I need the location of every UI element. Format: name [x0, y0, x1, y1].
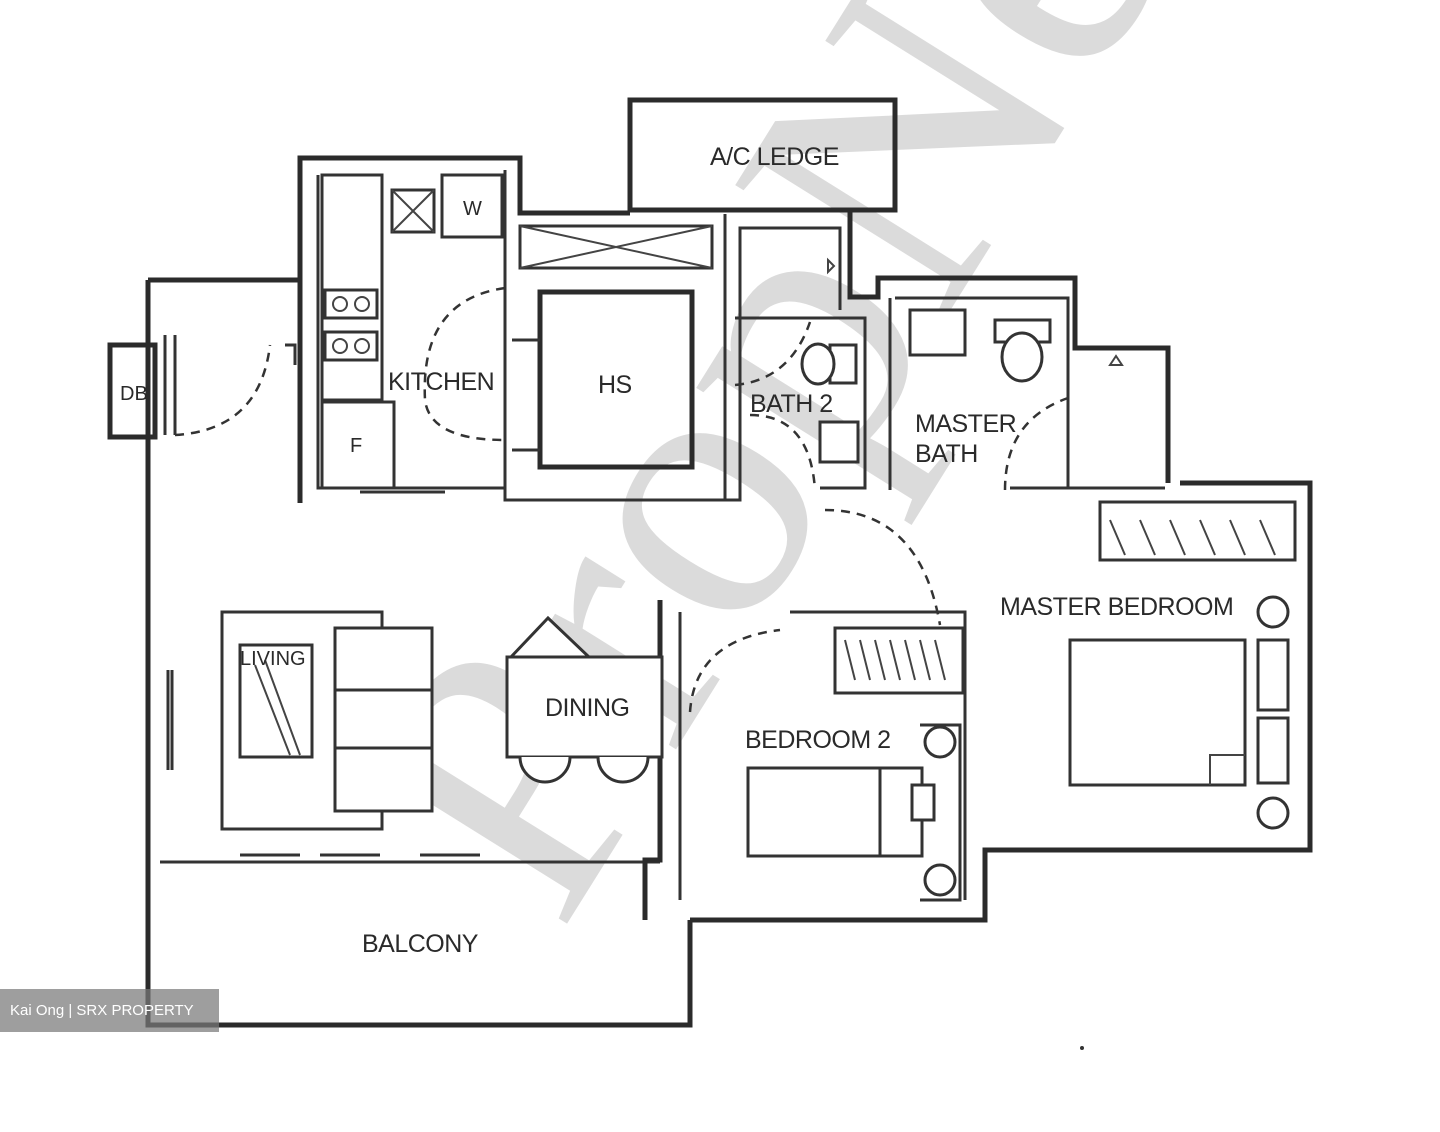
toilet-icon — [800, 342, 836, 386]
nightstand-lamp-icon — [1256, 796, 1290, 830]
living-furniture — [220, 610, 434, 831]
label-master-bedroom: MASTER BEDROOM — [1000, 593, 1233, 621]
label-master-bath-1: MASTER — [915, 410, 1016, 438]
label-washer: W — [463, 198, 482, 220]
db-cupboard — [107, 342, 158, 440]
walls — [107, 97, 1313, 1028]
label-master-bath-2: BATH — [915, 440, 978, 468]
label-db: DB — [120, 383, 148, 405]
toilet-icon — [1000, 331, 1044, 383]
label-bedroom-2: BEDROOM 2 — [745, 726, 891, 754]
kitchen-fixtures — [320, 173, 504, 490]
basin-icon — [818, 420, 860, 464]
label-bath-2: BATH 2 — [750, 390, 833, 418]
basin-icon — [908, 308, 967, 357]
label-hs: HS — [598, 371, 632, 399]
bed — [746, 766, 882, 858]
fridge-box — [320, 400, 396, 490]
dining-table — [505, 655, 664, 759]
label-balcony: BALCONY — [362, 930, 479, 958]
label-dining: DINING — [545, 694, 630, 722]
label-living: LIVING — [240, 648, 306, 670]
nightstand-lamp-icon — [1256, 595, 1290, 629]
label-fridge: F — [350, 435, 362, 457]
label-ac-ledge: A/C LEDGE — [710, 143, 839, 171]
bedroom-2-furniture — [746, 626, 965, 902]
ac-ledge-outline — [627, 97, 898, 213]
nightstand-lamp-icon — [923, 863, 957, 897]
master-bath-fixtures — [908, 308, 1124, 383]
pillow-icon — [910, 783, 936, 822]
speck — [1080, 1046, 1084, 1050]
photo-credit: Kai Ong | SRX PROPERTY — [0, 989, 219, 1032]
household-shelter — [512, 224, 714, 470]
bed — [1068, 638, 1247, 787]
washer-box — [440, 173, 504, 239]
sofa — [333, 626, 434, 813]
master-bedroom-furniture — [1068, 500, 1297, 830]
room-labels: A/C LEDGE W KITCHEN HS BATH 2 MASTER BAT… — [120, 143, 1234, 958]
bath-2-fixtures — [800, 257, 860, 464]
doors — [174, 286, 1069, 713]
dining-furniture — [505, 615, 664, 784]
stove-icon — [323, 288, 379, 362]
nightstand-lamp-icon — [923, 725, 957, 759]
label-kitchen: KITCHEN — [388, 368, 494, 396]
